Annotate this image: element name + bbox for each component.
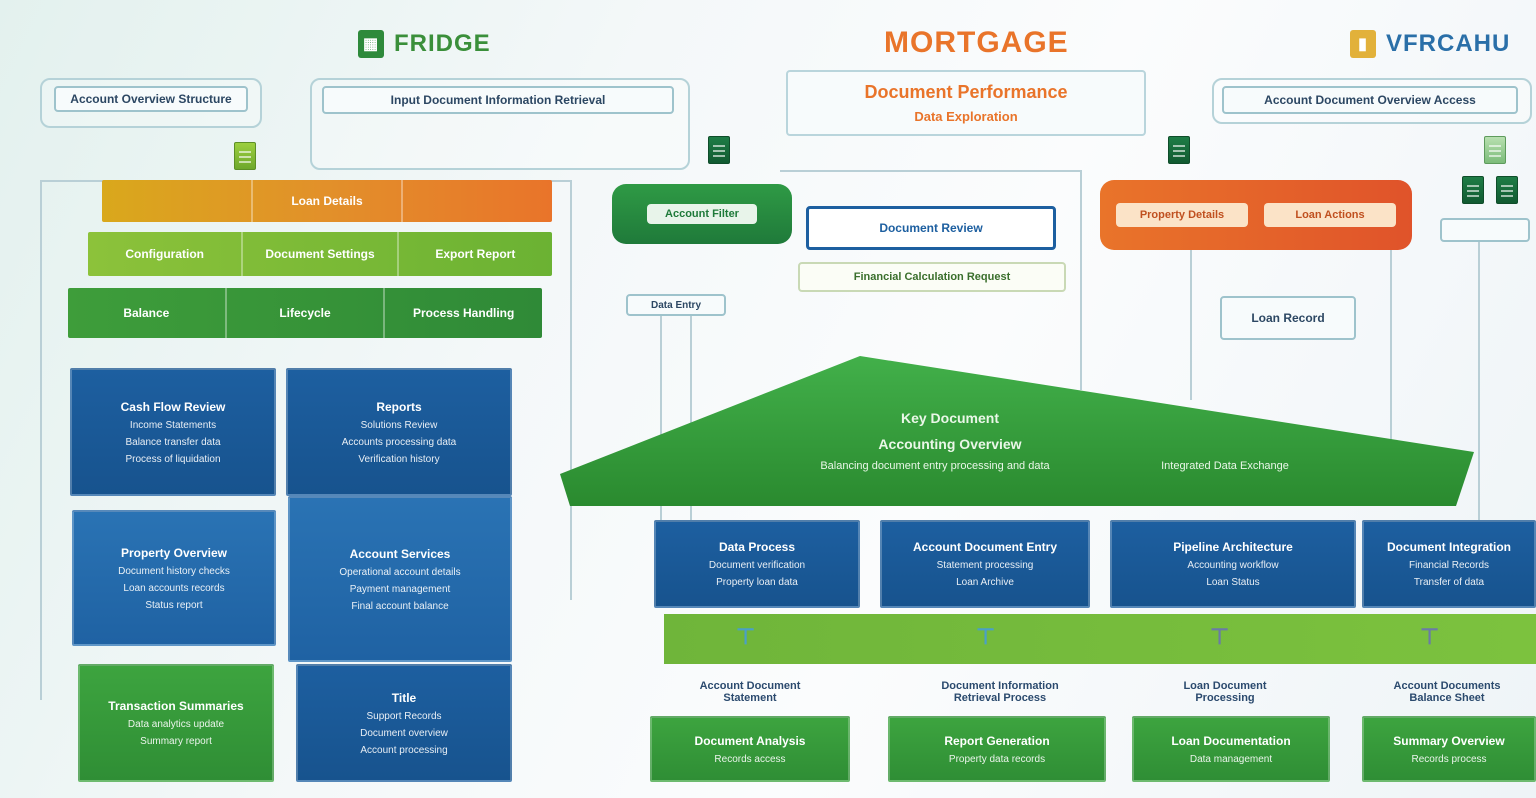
bottom-label: Account Document Statement [660,680,840,704]
file-icon [1484,136,1506,164]
bottom-label-line: Retrieval Process [953,692,1047,704]
file-icon [1168,136,1190,164]
file-icon [234,142,256,170]
bottom-label-line: Balance Sheet [1409,692,1485,704]
calculation-request-box[interactable]: Financial Calculation Request [798,262,1066,292]
green-band [664,614,1536,664]
file-icon [1462,176,1484,204]
loan-record-box[interactable]: Loan Record [1220,296,1356,340]
roof-text: Key Document Accounting Overview [800,410,1100,452]
transaction-summaries-card[interactable]: Transaction Summaries Data analytics upd… [78,664,274,782]
left-brand: ▦ FRIDGE [358,30,491,58]
data-process-card[interactable]: Data Process Document verification Prope… [654,520,860,608]
green-bar-segment[interactable]: Balance [68,288,227,338]
cash-flow-card[interactable]: Cash Flow Review Income Statements Balan… [70,368,276,496]
document-overview-box[interactable]: Account Document Overview Access [1222,86,1518,114]
document-analysis-card[interactable]: Document Analysis Records access [650,716,850,782]
center-brand: MORTGAGE [884,26,1069,59]
connector-line [1190,240,1192,400]
document-integration-card[interactable]: Document Integration Financial Records T… [1362,520,1536,608]
lime-bar-segment[interactable]: Export Report [435,247,516,261]
pipeline-architecture-card[interactable]: Pipeline Architecture Accounting workflo… [1110,520,1356,608]
loan-documentation-card[interactable]: Loan Documentation Data management [1132,716,1330,782]
bottom-label: Account Documents Balance Sheet [1362,680,1532,704]
account-filter-button[interactable]: Account Filter [612,184,792,244]
roof-title: Key Document [900,410,1000,426]
document-performance-box[interactable]: Document Performance Data Exploration [786,70,1146,136]
connector-line [570,180,572,600]
property-details-chip[interactable]: Property Details [1116,203,1248,227]
loan-actions-chip[interactable]: Loan Actions [1264,203,1396,227]
orange-bar-segment[interactable]: Loan Details [253,180,404,222]
side-box [1440,218,1530,242]
bottom-label-line: Loan Document [1183,680,1267,692]
roof-subtitle: Accounting Overview [878,436,1022,452]
connector-line [1478,240,1480,520]
lime-bar-segment[interactable]: Document Settings [243,232,399,276]
green-bar: Balance Lifecycle Process Handling [68,288,542,338]
data-entry-box[interactable]: Data Entry [626,294,726,316]
report-generation-card[interactable]: Report Generation Property data records [888,716,1106,782]
green-bar-segment[interactable]: Process Handling [412,306,515,320]
title-card[interactable]: Title Support Records Document overview … [296,664,512,782]
bottom-label: Document Information Retrieval Process [900,680,1100,704]
account-document-entry-card[interactable]: Account Document Entry Statement process… [880,520,1090,608]
property-overview-card[interactable]: Property Overview Document history check… [72,510,276,646]
right-brand: ▮ VFRCAHU [1350,30,1510,58]
bottom-label: Loan Document Processing [1140,680,1310,704]
connector-line [1390,240,1392,440]
document-icon: ▮ [1350,30,1376,58]
account-services-card[interactable]: Account Services Operational account det… [288,496,512,662]
link-marker-icon: ⊤ [736,624,756,649]
summary-overview-card[interactable]: Summary Overview Records process [1362,716,1536,782]
orange-chip-group: Property Details Loan Actions [1100,180,1412,250]
connector-line [40,180,42,700]
connector-line [780,170,1080,172]
bottom-label-line: Account Documents [1393,680,1501,692]
orange-bar: Loan Details [102,180,552,222]
account-overview-box[interactable]: Account Overview Structure [54,86,248,112]
orange-bar-segment[interactable] [403,180,552,222]
bottom-label-line: Processing [1195,692,1255,704]
bottom-label-line: Account Document [699,680,801,692]
bottom-label-line: Document Information [941,680,1059,692]
connector-line [660,300,662,550]
link-marker-icon: ⊤ [1420,624,1440,649]
bottom-label-line: Statement [723,692,777,704]
green-bar-segment[interactable]: Lifecycle [227,288,386,338]
file-icon [708,136,730,164]
file-icon [1496,176,1518,204]
spreadsheet-icon: ▦ [358,30,384,58]
lime-bar: Configuration Document Settings Export R… [88,232,552,276]
link-marker-icon: ⊤ [1210,624,1230,649]
information-retrieval-box[interactable]: Input Document Information Retrieval [322,86,674,114]
lime-bar-segment[interactable]: Configuration [88,232,244,276]
reports-card[interactable]: Reports Solutions Review Accounts proces… [286,368,512,496]
document-review-box[interactable]: Document Review [806,206,1056,250]
roof-line-right: Integrated Data Exchange [1161,460,1289,472]
connector-line [1080,170,1082,390]
link-marker-icon: ⊤ [976,624,996,649]
orange-bar-segment[interactable] [102,180,253,222]
roof-shape [560,356,1474,506]
roof-line-left: Balancing document entry processing and … [820,460,1050,472]
